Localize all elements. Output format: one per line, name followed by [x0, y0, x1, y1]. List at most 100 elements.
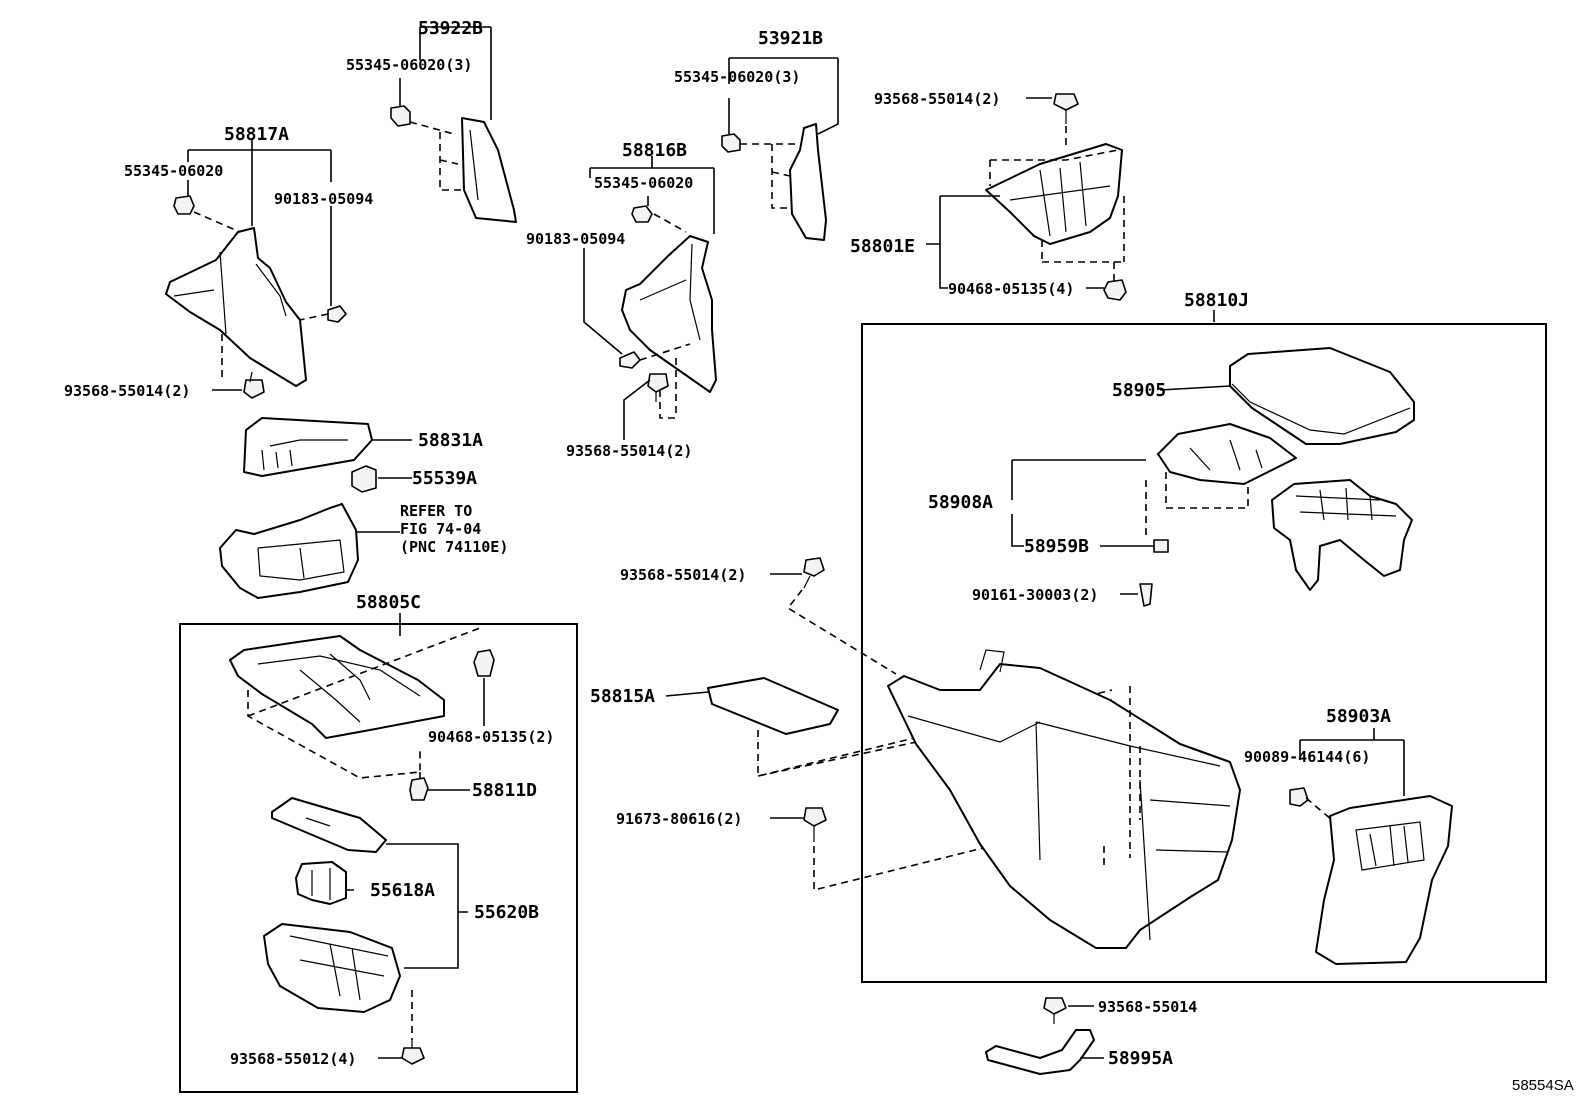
bolt-93568-single	[1043, 997, 1067, 1024]
label-90468-4: 90468-05135(4)	[948, 280, 1074, 298]
leader-58816B	[589, 156, 715, 234]
nut-90183-a	[327, 305, 347, 323]
label-58903A: 58903A	[1326, 706, 1391, 727]
part-58801E[interactable]	[985, 143, 1123, 245]
part-53921B[interactable]	[789, 123, 827, 241]
label-93568-2top: 93568-55014(2)	[874, 90, 1000, 108]
label-91673: 91673-80616(2)	[616, 810, 742, 828]
part-55620B-tray[interactable]	[263, 923, 401, 1013]
label-55345-b: 55345-06020	[594, 174, 693, 192]
part-58805C[interactable]	[229, 635, 445, 739]
label-90183-a: 90183-05094	[274, 190, 373, 208]
label-53922B: 53922B	[418, 18, 483, 39]
leader-58903A	[1299, 728, 1405, 796]
label-58811D: 58811D	[472, 780, 537, 801]
part-58817A[interactable]	[165, 227, 307, 387]
label-58801E: 58801E	[850, 236, 915, 257]
label-58810J: 58810J	[1184, 290, 1249, 311]
label-55345-a: 55345-06020	[124, 162, 223, 180]
clip-55345-b	[721, 133, 741, 153]
part-58908A[interactable]	[1157, 423, 1297, 485]
part-58903A[interactable]	[1315, 795, 1453, 965]
dash-93568-c	[786, 589, 897, 675]
label-93568-55012: 93568-55012(4)	[230, 1050, 356, 1068]
screw-90161	[1139, 583, 1153, 607]
part-55539A[interactable]	[351, 465, 377, 493]
leader-58816B-b	[583, 196, 649, 355]
part-58831A[interactable]	[243, 417, 373, 477]
label-55345-3a: 55345-06020(3)	[346, 56, 472, 74]
leader-55620B	[346, 843, 468, 969]
part-console-body[interactable]	[887, 649, 1241, 949]
label-58831A: 58831A	[418, 430, 483, 451]
bolt-91673	[803, 807, 827, 842]
part-53922B[interactable]	[461, 117, 517, 223]
clip-55345-a	[390, 105, 411, 127]
clip-55345-d	[631, 205, 653, 223]
figure-code: 58554SA	[1512, 1077, 1574, 1094]
clip-55345-c	[173, 195, 195, 215]
part-58816B[interactable]	[621, 235, 717, 393]
clip-90089	[1289, 787, 1309, 807]
part-55618A[interactable]	[295, 861, 347, 905]
label-58817A: 58817A	[224, 124, 289, 145]
label-55618A: 55618A	[370, 880, 435, 901]
leader-58995A	[1068, 1005, 1104, 1059]
bolt-93568-top	[1053, 93, 1079, 124]
dash-58817A	[193, 211, 329, 378]
clip-90468-4	[1103, 279, 1127, 301]
part-58995A[interactable]	[985, 1029, 1095, 1075]
label-refer-2: FIG 74-04	[400, 520, 481, 538]
label-refer-1: REFER TO	[400, 502, 472, 520]
part-55620B-mat[interactable]	[271, 797, 387, 853]
label-58995A: 58995A	[1108, 1048, 1173, 1069]
leader-58905	[1159, 385, 1231, 391]
label-53921B: 53921B	[758, 28, 823, 49]
leader-58908A	[1011, 459, 1146, 547]
leader-58801E	[926, 195, 1104, 289]
label-90468-2: 90468-05135(2)	[428, 728, 554, 746]
label-90183-b: 90183-05094	[526, 230, 625, 248]
part-58959B	[1153, 539, 1169, 553]
label-55345-3b: 55345-06020(3)	[674, 68, 800, 86]
bolt-93568-a	[243, 371, 265, 399]
label-refer-3: (PNC 74110E)	[400, 538, 508, 556]
dash-58908A	[1145, 472, 1249, 540]
bolt-93568-c	[803, 557, 825, 589]
nut-90183-b	[619, 351, 641, 369]
label-55620B: 55620B	[474, 902, 539, 923]
leader-58817A-b	[187, 180, 332, 306]
leader-93568-b	[623, 379, 651, 440]
part-58815A[interactable]	[707, 677, 839, 735]
part-58905[interactable]	[1229, 347, 1415, 445]
dash-58903A	[1305, 797, 1333, 821]
leader-53922B	[419, 26, 492, 120]
label-55539A: 55539A	[412, 468, 477, 489]
dash-53921B	[740, 143, 796, 209]
part-shift-bezel[interactable]	[219, 503, 359, 599]
label-93568-2mid: 93568-55014(2)	[566, 442, 692, 460]
bolt-93568-b	[647, 373, 669, 402]
leader-53921B	[728, 57, 839, 135]
label-93568-2c: 93568-55014(2)	[620, 566, 746, 584]
label-58959B: 58959B	[1024, 536, 1089, 557]
label-58905: 58905	[1112, 380, 1166, 401]
clip-90468-2	[473, 649, 495, 677]
dash-58816B	[639, 213, 691, 419]
label-90089: 90089-46144(6)	[1244, 748, 1370, 766]
dash-58801E	[989, 126, 1125, 282]
label-93568-single: 93568-55014	[1098, 998, 1197, 1016]
label-58908A: 58908A	[928, 492, 993, 513]
label-58815A: 58815A	[590, 686, 655, 707]
part-58811D[interactable]	[409, 777, 429, 801]
dash-53922B	[409, 121, 462, 191]
part-cup-holder[interactable]	[1271, 479, 1413, 591]
label-58805C: 58805C	[356, 592, 421, 613]
bolt-93568-55012	[401, 1040, 425, 1065]
dash-console	[1103, 686, 1141, 868]
assembly-box-58805C	[179, 623, 578, 1093]
label-93568-2left: 93568-55014(2)	[64, 382, 190, 400]
leader-58815A	[665, 691, 709, 697]
